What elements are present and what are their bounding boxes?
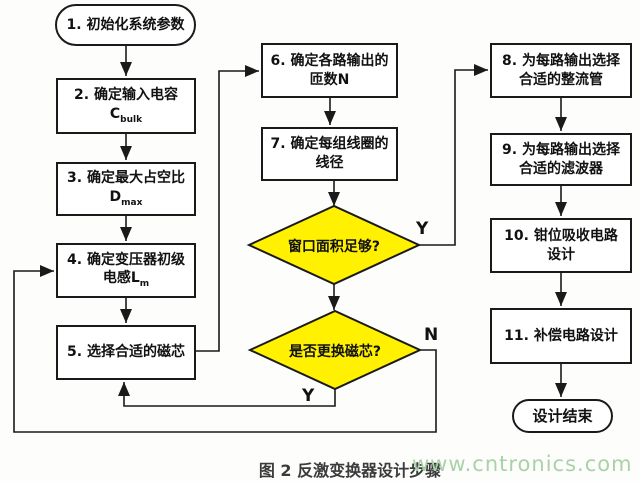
- node-label-line2: 匝数N: [309, 71, 350, 88]
- decision-change-core-diamond: [247, 309, 423, 391]
- node-label-line2: 合适的整流管: [519, 71, 603, 88]
- variable-base: L: [130, 270, 140, 287]
- node-variable: Dmax: [110, 188, 143, 209]
- node-label: 6. 确定各路输出的: [270, 52, 389, 69]
- node-10-clamp-snubber-design: 10. 钳位吸收电路 设计: [490, 218, 632, 273]
- node-11-compensation-design: 11. 补偿电路设计: [490, 308, 632, 364]
- node-8-select-rectifier: 8. 为每路输出选择 合适的整流管: [490, 43, 632, 98]
- node-label: 设计结束: [532, 406, 593, 425]
- edge-label-d2-yes: Y: [302, 386, 315, 406]
- node-start-init-params: 1. 初始化系统参数: [55, 4, 196, 46]
- node-4-primary-inductance: 4. 确定变压器初级 电感Lm: [56, 243, 196, 298]
- edge-n5-to-n6: [196, 65, 259, 352]
- node-label: 2. 确定输入电容: [74, 87, 178, 104]
- decision-window-area-diamond: [246, 204, 422, 286]
- variable-prefix: 电感: [102, 270, 131, 287]
- variable-base: D: [109, 188, 122, 205]
- node-label-line2: 设计: [547, 246, 575, 263]
- decision-change-core-label: 是否更换磁芯?: [288, 344, 382, 360]
- variable-base: C: [109, 105, 121, 122]
- node-3-max-duty-cycle: 3. 确定最大占空比 Dmax: [56, 162, 196, 216]
- edge-d1-yes-to-n8: [419, 64, 488, 246]
- node-label-line2: 线径: [315, 155, 344, 171]
- edge-d2-no-to-n4: [13, 265, 437, 433]
- node-6-output-turns: 6. 确定各路输出的 匝数N: [261, 43, 398, 98]
- node-label: 9. 为每路输出选择: [502, 141, 620, 158]
- node-label-line2: 合适的滤波器: [519, 160, 603, 177]
- node-label: 4. 确定变压器初级: [67, 251, 185, 268]
- node-variable: 电感Lm: [103, 269, 149, 290]
- node-label: 1. 初始化系统参数: [66, 16, 185, 33]
- variable-subscript: max: [121, 197, 143, 208]
- node-7-wire-diameter: 7. 确定每组线圈的 线径: [261, 127, 398, 181]
- decision-window-area-label: 窗口面积足够?: [287, 239, 381, 255]
- edge-label-d2-no: N: [424, 325, 439, 345]
- node-label: 11. 补偿电路设计: [504, 327, 618, 344]
- figure-caption: 图 2 反激变换器设计步骤: [258, 461, 442, 480]
- variable-subscript: m: [139, 279, 150, 290]
- edge-label-d1-yes: Y: [416, 219, 429, 239]
- variable-subscript: bulk: [120, 114, 143, 125]
- node-label: 3. 确定最大占空比: [67, 170, 185, 187]
- watermark: www.cntronics.com: [412, 452, 633, 476]
- node-label: 10. 钳位吸收电路: [504, 227, 618, 244]
- node-label: 5. 选择合适的磁芯: [67, 344, 185, 361]
- node-9-select-filter: 9. 为每路输出选择 合适的滤波器: [490, 133, 632, 186]
- node-5-select-core: 5. 选择合适的磁芯: [56, 325, 196, 380]
- node-variable: Cbulk: [110, 105, 142, 126]
- node-end-design-complete: 设计结束: [512, 399, 613, 433]
- edge-d2-yes-to-n5: [118, 382, 336, 407]
- node-label: 8. 为每路输出选择: [502, 52, 620, 69]
- node-label: 7. 确定每组线圈的: [270, 136, 389, 153]
- node-2-input-capacitance: 2. 确定输入电容 Cbulk: [56, 78, 196, 134]
